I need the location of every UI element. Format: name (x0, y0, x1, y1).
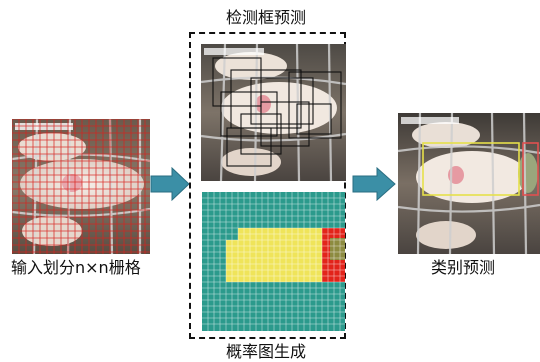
probability-map (202, 192, 345, 331)
pipeline-box (189, 32, 346, 339)
classification-image (398, 113, 540, 254)
arrow-right-icon (352, 167, 396, 201)
detection-image (201, 44, 346, 181)
probability-region-other (330, 238, 345, 260)
probability-label: 概率图生成 (226, 342, 307, 361)
class-box-other (522, 142, 539, 196)
arrow-right-icon (150, 167, 190, 201)
detection-label: 检测框预测 (226, 8, 307, 27)
input-label: 输入划分n×n栅格 (11, 258, 141, 277)
input-image (12, 119, 150, 254)
classification-label: 类别预测 (431, 258, 496, 277)
class-box-pig (422, 142, 520, 196)
